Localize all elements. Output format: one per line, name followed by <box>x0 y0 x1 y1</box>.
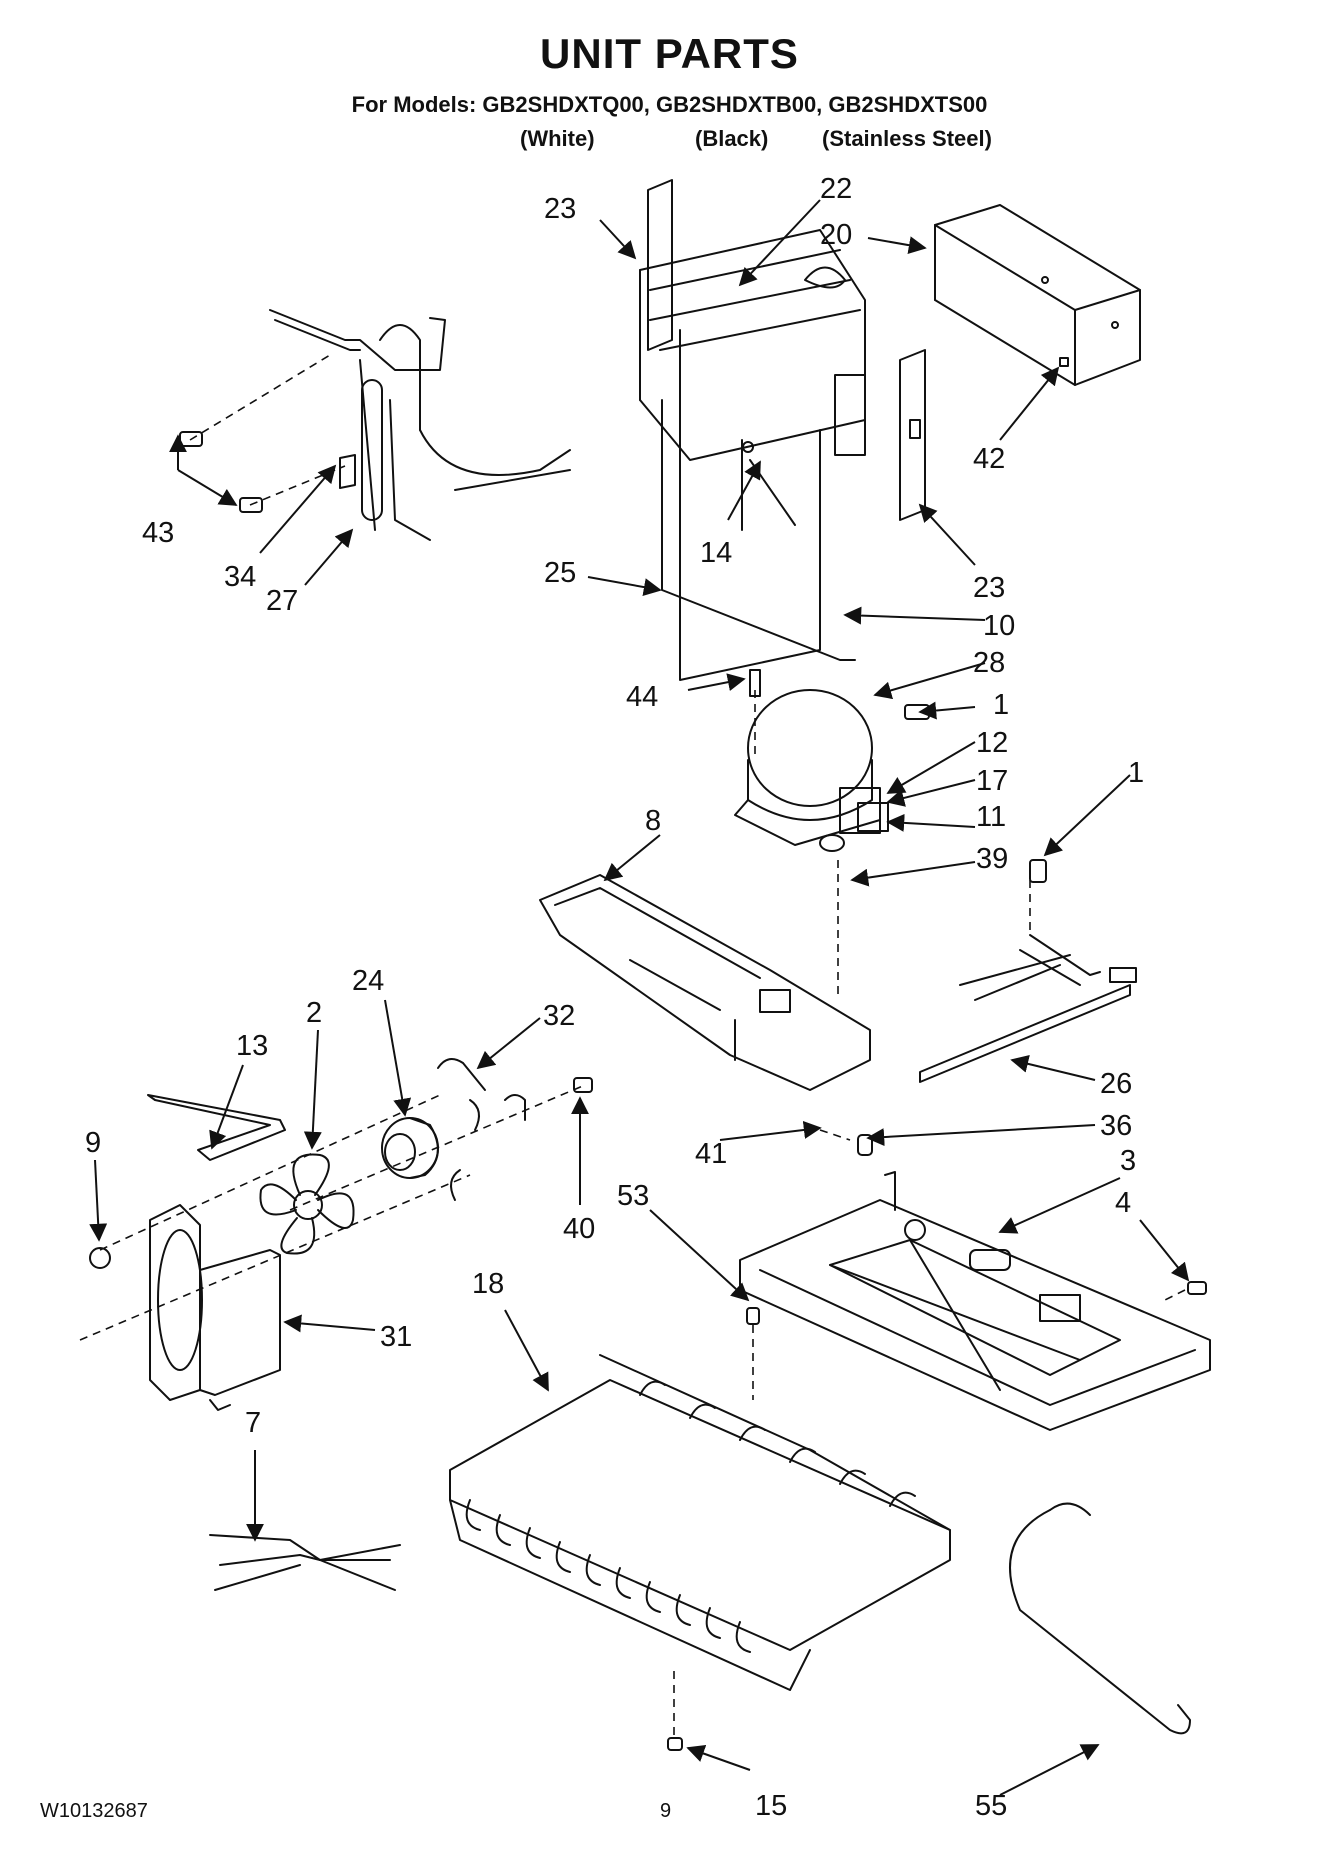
explosion-lines <box>79 354 1186 1735</box>
callout-27: 27 <box>266 585 298 617</box>
grommet <box>89 1247 111 1269</box>
callout-11: 11 <box>976 801 1006 833</box>
callout-1-a: 1 <box>993 689 1009 721</box>
fan-shroud <box>149 1204 281 1411</box>
wire-harness <box>919 934 1137 1083</box>
callout-9: 9 <box>85 1127 101 1159</box>
callout-20: 20 <box>820 219 852 251</box>
callout-42: 42 <box>973 443 1005 475</box>
callout-40: 40 <box>563 1213 595 1245</box>
compressor <box>734 669 930 852</box>
callout-41: 41 <box>695 1138 727 1170</box>
top-bracket <box>934 204 1141 386</box>
callout-23-right: 23 <box>973 572 1005 604</box>
callout-12: 12 <box>976 727 1008 759</box>
dryer-assembly <box>179 309 571 541</box>
callout-15: 15 <box>755 1790 787 1822</box>
power-harness <box>209 1534 401 1591</box>
callout-26: 26 <box>1100 1068 1132 1100</box>
callout-13: 13 <box>236 1030 268 1062</box>
page-title: UNIT PARTS <box>540 30 799 77</box>
callout-14: 14 <box>700 537 732 569</box>
condenser-coil <box>449 1354 951 1691</box>
gasket <box>147 1094 286 1161</box>
callout-4: 4 <box>1115 1187 1131 1219</box>
variant-stainless: (Stainless Steel) <box>822 126 992 151</box>
callout-32: 32 <box>543 1000 575 1032</box>
leader-arrows <box>89 199 1190 1796</box>
callout-8: 8 <box>645 805 661 837</box>
fan-motor <box>381 1117 439 1179</box>
fan-blade <box>259 1153 355 1255</box>
motor-clips <box>437 1058 593 1201</box>
page-header: UNIT PARTS For Models: GB2SHDXTQ00, GB2S… <box>0 0 1339 160</box>
callout-22: 22 <box>820 173 852 205</box>
mounting-plate <box>739 1171 1211 1431</box>
hardware-parts <box>667 357 1207 1751</box>
callout-36: 36 <box>1100 1110 1132 1142</box>
callout-39: 39 <box>976 843 1008 875</box>
callout-53: 53 <box>617 1180 649 1212</box>
variant-white: (White) <box>520 126 595 151</box>
callout-55: 55 <box>975 1790 1007 1822</box>
callout-28: 28 <box>973 647 1005 679</box>
callout-31: 31 <box>380 1321 412 1353</box>
callout-34: 34 <box>224 561 256 593</box>
document-number: W10132687 <box>40 1800 148 1822</box>
callout-10: 10 <box>983 610 1015 642</box>
variant-black: (Black) <box>695 126 769 151</box>
callout-2: 2 <box>306 997 322 1029</box>
callout-18: 18 <box>472 1268 504 1300</box>
callout-23-top: 23 <box>544 193 576 225</box>
callout-17: 17 <box>976 765 1008 797</box>
callout-24: 24 <box>352 965 384 997</box>
drain-tube <box>1009 1502 1191 1735</box>
callout-7: 7 <box>245 1407 261 1439</box>
callout-43: 43 <box>142 517 174 549</box>
callout-3: 3 <box>1120 1145 1136 1177</box>
callout-labels: 23 22 20 42 23 14 25 10 28 44 1 12 17 11… <box>85 173 1144 1822</box>
page-number: 9 <box>660 1800 672 1822</box>
callout-25: 25 <box>544 557 576 589</box>
coil-assembly <box>639 179 926 681</box>
drain-tray <box>539 874 871 1091</box>
callout-44: 44 <box>626 681 658 713</box>
models-line: For Models: GB2SHDXTQ00, GB2SHDXTB00, GB… <box>351 92 988 117</box>
callout-1-b: 1 <box>1128 757 1144 789</box>
